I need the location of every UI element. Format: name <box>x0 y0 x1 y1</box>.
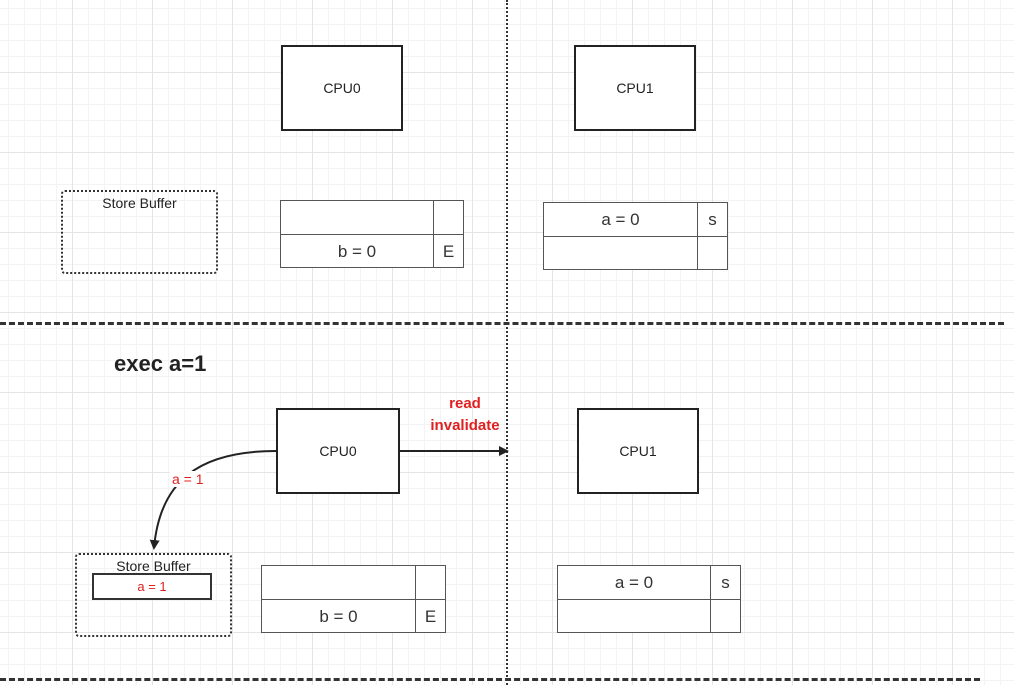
cpu1-box-bottom: CPU1 <box>577 408 699 494</box>
store-arrow-label: a = 1 <box>170 471 206 487</box>
horizontal-divider-middle <box>0 322 1004 325</box>
horizontal-divider-bottom <box>0 678 980 681</box>
store-buffer-top: Store Buffer <box>61 190 218 274</box>
cache-line-state: E <box>424 606 437 626</box>
cache-line-value: b = 0 <box>319 606 358 626</box>
cpu1-box-top: CPU1 <box>574 45 696 131</box>
cache-line-state <box>415 566 446 599</box>
cache-line-state: s <box>721 572 730 592</box>
cache-line-value: a = 0 <box>614 572 654 592</box>
store-buffer-entry: a = 1 <box>92 573 212 600</box>
read-label: read <box>449 395 481 412</box>
cpu1-label-top: CPU1 <box>616 80 654 96</box>
cpu0-label-top: CPU0 <box>323 80 361 96</box>
read-invalidate-label: read invalidate <box>418 393 512 437</box>
store-buffer-title-top: Store Buffer <box>102 195 177 211</box>
cache-line-value: a = 0 <box>601 209 640 229</box>
cpu0-label-bottom: CPU0 <box>319 443 357 459</box>
invalidate-label: invalidate <box>430 417 500 434</box>
cache-line-value <box>558 600 710 633</box>
store-buffer-bottom: Store Buffer a = 1 <box>75 553 232 637</box>
cpu0-box-bottom: CPU0 <box>276 408 400 494</box>
cache-line-state <box>710 600 741 633</box>
exec-heading: exec a=1 <box>114 351 207 376</box>
cpu1-cache-top: a = 0 s <box>543 202 728 270</box>
cpu0-box-top: CPU0 <box>281 45 403 131</box>
cpu1-cache-bottom: a = 0 s <box>557 565 741 633</box>
store-arrow <box>149 450 277 550</box>
store-buffer-entry-text: a = 1 <box>137 579 167 594</box>
vertical-divider <box>506 0 508 685</box>
cache-line-value <box>262 566 415 599</box>
cpu1-label-bottom: CPU1 <box>619 443 657 459</box>
store-buffer-title-bottom: Store Buffer <box>116 558 191 574</box>
cache-line-state: E <box>442 241 455 261</box>
cpu0-cache-bottom: b = 0 E <box>261 565 446 633</box>
cpu0-cache-top: b = 0 E <box>280 200 464 268</box>
cache-line-value: b = 0 <box>337 241 377 261</box>
cache-line-state: s <box>708 209 717 229</box>
